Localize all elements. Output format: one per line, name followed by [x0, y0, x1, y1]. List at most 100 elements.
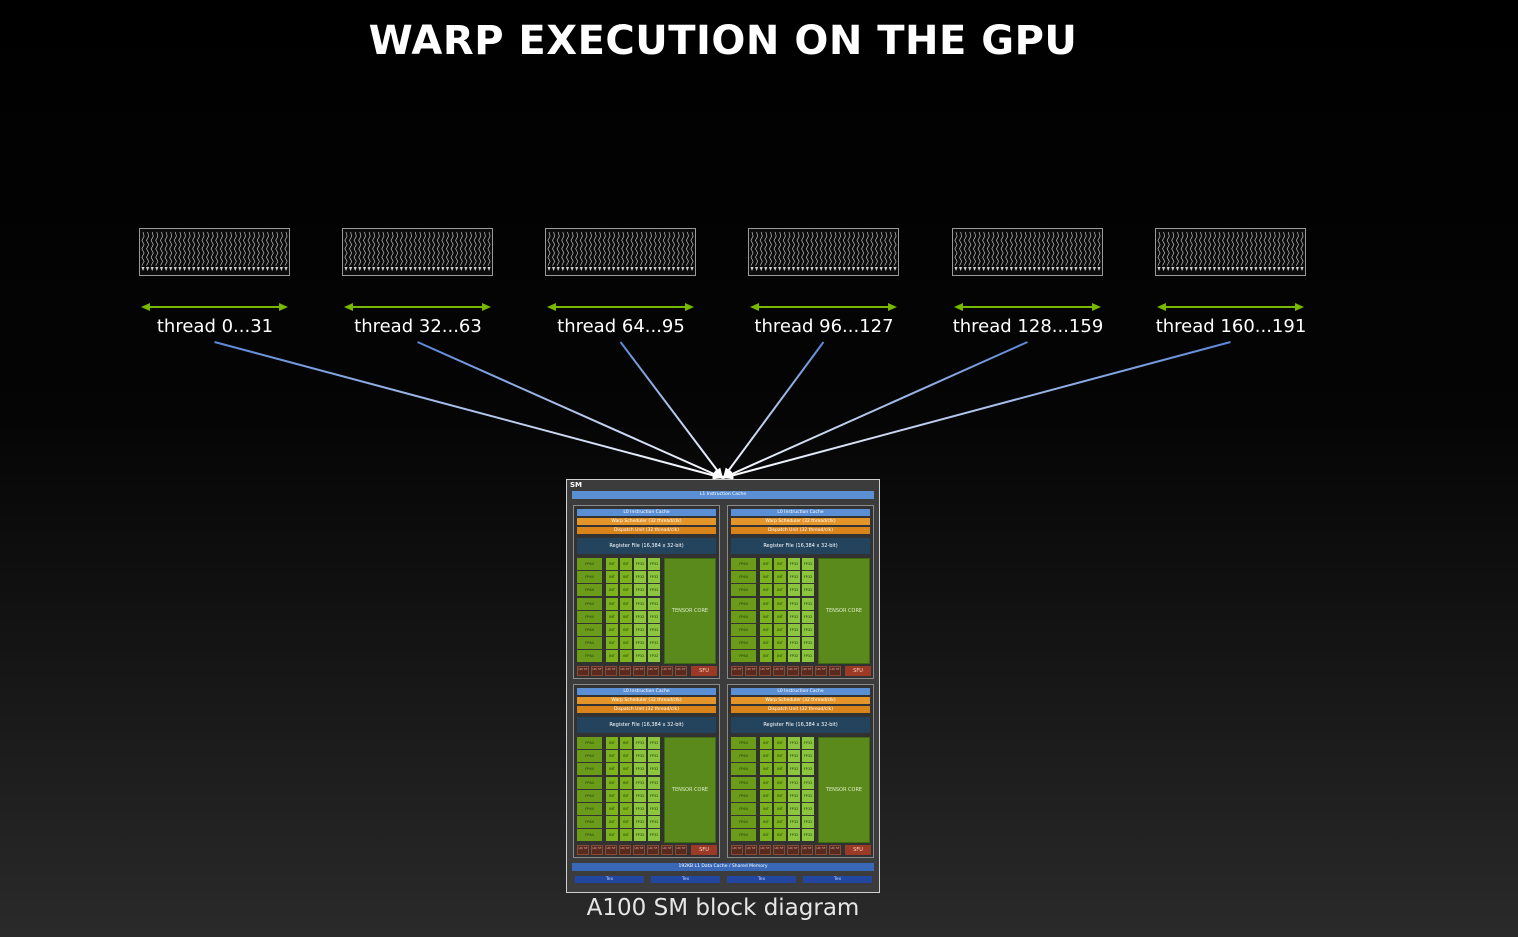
thread-arrow — [367, 231, 371, 266]
thread-arrow — [284, 231, 288, 266]
thread-arrow — [875, 231, 878, 266]
thread-arrow-head — [579, 267, 583, 271]
thread-arrow-head — [847, 267, 851, 271]
thread-arrow — [1231, 231, 1235, 266]
thread-arrow-head — [959, 267, 963, 271]
thread-arrow — [432, 231, 436, 266]
thread-arrow — [1028, 231, 1032, 266]
fp64-unit: FP64 — [577, 558, 603, 570]
thread-arrow — [173, 231, 177, 266]
thread-arrow-head — [1069, 267, 1073, 271]
thread-arrow-head — [819, 267, 823, 271]
fp64-unit: FP64 — [577, 637, 603, 650]
thread-arrow — [1272, 231, 1276, 266]
ldst-unit: LD/ ST — [591, 666, 603, 676]
thread-arrow-head — [468, 267, 473, 271]
tex-unit: Tex — [727, 876, 796, 883]
thread-arrow-head — [432, 267, 436, 271]
thread-arrow — [672, 231, 675, 266]
fp32-unit: FP32 — [788, 737, 801, 749]
thread-arrow — [584, 231, 588, 266]
thread-arrow-head — [995, 267, 1000, 271]
thread-arrow-head — [445, 267, 450, 271]
thread-arrow — [238, 231, 242, 266]
thread-arrow-head — [1217, 267, 1221, 271]
thread-arrow-head — [593, 267, 597, 271]
thread-arrow — [884, 231, 888, 266]
thread-arrow-head — [390, 267, 394, 271]
thread-arrow-head — [1180, 267, 1184, 271]
thread-arrow-head — [478, 267, 482, 271]
thread-arrow — [436, 231, 440, 266]
thread-arrow-head — [1203, 267, 1207, 271]
int-unit: INT — [606, 558, 619, 570]
connector-line — [722, 341, 1028, 479]
thread-arrow-head — [681, 267, 685, 271]
int-unit: INT — [620, 803, 633, 815]
thread-arrow — [991, 231, 995, 266]
thread-arrow-head — [399, 267, 403, 271]
thread-arrow-head — [884, 267, 888, 271]
span-arrow-head — [547, 303, 556, 311]
thread-arrow-head — [639, 267, 643, 271]
tex-unit: Tex — [651, 876, 720, 883]
thread-arrow — [358, 231, 362, 266]
thread-arrow-head — [418, 267, 422, 271]
thread-arrow-head — [450, 267, 454, 271]
thread-arrow — [842, 231, 846, 266]
fp32-unit: FP32 — [802, 737, 815, 749]
thread-arrow-head — [196, 267, 200, 271]
thread-arrow-head — [982, 267, 986, 271]
thread-arrow-head — [1092, 267, 1096, 271]
thread-arrow — [1014, 231, 1018, 266]
thread-arrow — [1005, 231, 1009, 266]
thread-arrow — [150, 231, 154, 266]
thread-arrow-head — [422, 267, 426, 271]
ldst-unit: LD/ ST — [745, 845, 757, 855]
fp64-unit: FP64 — [577, 624, 603, 636]
ldst-unit: LD/ ST — [577, 666, 589, 676]
thread-arrow-head — [782, 267, 786, 271]
thread-arrow — [570, 231, 574, 266]
thread-arrow — [413, 231, 417, 266]
thread-arrow — [1208, 231, 1212, 266]
thread-arrow — [183, 231, 186, 266]
span-arrow-head — [750, 303, 759, 311]
thread-arrow-head — [385, 267, 390, 271]
thread-arrow-head — [1088, 267, 1092, 271]
fp32-unit: FP32 — [634, 650, 647, 663]
span-arrow-head — [954, 303, 963, 311]
thread-arrow — [759, 231, 763, 266]
int-unit: INT — [606, 597, 619, 610]
thread-arrow-head — [1065, 267, 1069, 271]
thread-arrow — [1259, 231, 1262, 266]
int-unit: INT — [760, 816, 773, 829]
thread-arrow-head — [667, 267, 671, 271]
ldst-unit: LD/ ST — [773, 666, 785, 676]
int-unit: INT — [760, 776, 773, 789]
thread-arrow-head — [219, 267, 223, 271]
thread-arrow-head — [247, 267, 251, 271]
thread-arrow-head — [349, 267, 353, 271]
ldst-unit: LD/ ST — [773, 845, 785, 855]
dispatch-unit: Dispatch Unit (32 thread/clk) — [731, 706, 870, 713]
fp32-unit: FP32 — [802, 584, 815, 597]
fp64-unit: FP64 — [731, 829, 757, 842]
int-unit: INT — [760, 650, 773, 663]
diagram-caption: A100 SM block diagram — [586, 895, 860, 921]
thread-arrow — [422, 231, 426, 266]
thread-arrow-head — [1042, 267, 1046, 271]
sfu-unit: SFU — [845, 666, 871, 676]
thread-arrow-head — [353, 267, 357, 271]
thread-arrow-head — [1060, 267, 1064, 271]
thread-arrow — [667, 231, 671, 266]
